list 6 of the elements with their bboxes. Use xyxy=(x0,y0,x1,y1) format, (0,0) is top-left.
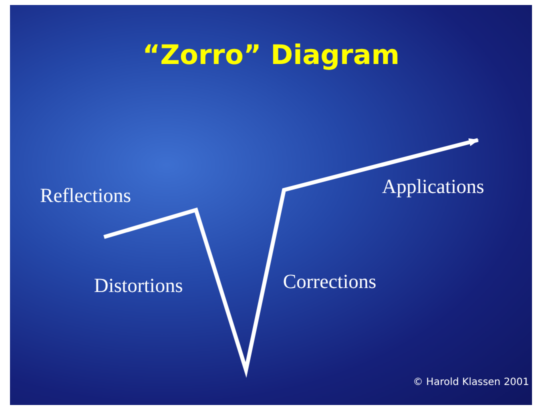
copyright-notice: © Harold Klassen 2001 xyxy=(413,377,530,388)
stage-label: Corrections xyxy=(283,271,376,294)
title: “Zorro” Diagram xyxy=(141,40,401,71)
stage-label: Reflections xyxy=(40,185,132,208)
stage-label: Distortions xyxy=(94,275,183,298)
stage-label: Applications xyxy=(382,176,484,199)
